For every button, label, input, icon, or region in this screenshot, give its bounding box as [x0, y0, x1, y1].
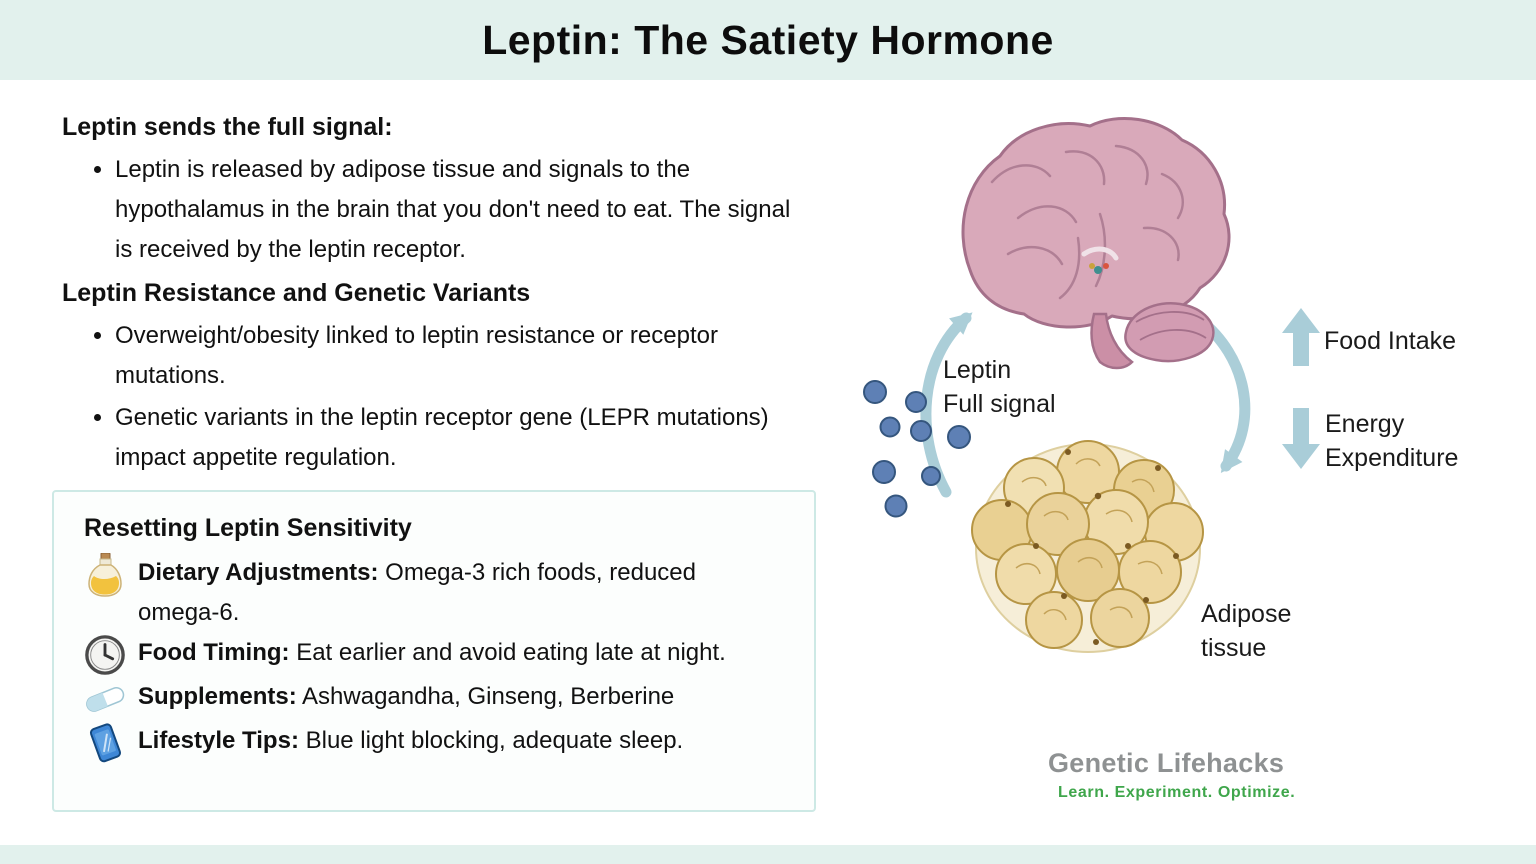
- title-banner: Leptin: The Satiety Hormone: [0, 0, 1536, 80]
- energy-expenditure-arrow-icon: [1282, 408, 1320, 469]
- tip-body: Eat earlier and avoid eating late at nig…: [289, 639, 726, 666]
- bullet-item: Genetic variants in the leptin receptor …: [115, 398, 805, 478]
- phone-icon: [82, 721, 128, 765]
- brain-illustration: [961, 116, 1231, 370]
- tip-body: Omega-3 rich foods, reduced omega-6.: [138, 559, 696, 626]
- adipose-illustration: [971, 440, 1204, 653]
- clock-icon: [82, 633, 128, 677]
- leptin-signal-line1: Leptin: [943, 356, 1012, 384]
- text-column: Leptin sends the full signal: Leptin is …: [62, 108, 842, 482]
- tip-label: Food Timing:: [138, 639, 290, 666]
- brand-tagline: Learn. Experiment. Optimize.: [1058, 784, 1296, 801]
- tips-box-heading: Resetting Leptin Sensitivity: [84, 514, 412, 542]
- tip-row-lifestyle: Lifestyle Tips: Blue light blocking, ade…: [82, 721, 786, 765]
- brand-name: Genetic Lifehacks: [1048, 748, 1285, 778]
- adipose-line1: Adipose: [1201, 600, 1292, 628]
- tip-text: Supplements: Ashwagandha, Ginseng, Berbe…: [138, 677, 674, 717]
- full-signal-bullet-list: Leptin is released by adipose tissue and…: [62, 150, 842, 270]
- tip-label: Supplements:: [138, 683, 297, 710]
- adipose-tissue-label: Adipose tissue: [1201, 597, 1291, 665]
- tip-label: Lifestyle Tips:: [138, 727, 299, 754]
- tip-text: Dietary Adjustments: Omega-3 rich foods,…: [138, 553, 748, 633]
- section-heading-full-signal: Leptin sends the full signal:: [62, 113, 393, 141]
- oil-bottle-icon: [82, 553, 128, 597]
- section-heading-resistance: Leptin Resistance and Genetic Variants: [62, 279, 531, 307]
- bottom-accent-strip: [0, 845, 1536, 864]
- food-intake-label: Food Intake: [1324, 327, 1457, 355]
- energy-line2: Expenditure: [1325, 444, 1459, 472]
- tip-body: Ashwagandha, Ginseng, Berberine: [296, 683, 675, 710]
- tip-row-dietary: Dietary Adjustments: Omega-3 rich foods,…: [82, 553, 786, 633]
- tips-box: Resetting Leptin Sensitivity Dietary Adj…: [52, 490, 816, 812]
- resistance-bullet-list: Overweight/obesity linked to leptin resi…: [62, 316, 842, 478]
- brand-logo: Genetic Lifehacks Learn. Experiment. Opt…: [1048, 748, 1295, 802]
- tip-text: Food Timing: Eat earlier and avoid eatin…: [138, 633, 726, 673]
- energy-expenditure-label: Energy Expenditure: [1325, 407, 1458, 475]
- capsule-icon: [82, 677, 128, 721]
- leptin-dots: [863, 380, 971, 518]
- cycle-arrow-right: [1194, 314, 1251, 473]
- tip-body: Blue light blocking, adequate sleep.: [298, 727, 684, 754]
- energy-line1: Energy: [1325, 410, 1405, 438]
- page-title: Leptin: The Satiety Hormone: [482, 16, 1054, 63]
- tip-text: Lifestyle Tips: Blue light blocking, ade…: [138, 721, 683, 761]
- bullet-item: Leptin is released by adipose tissue and…: [115, 150, 805, 270]
- leptin-signal-line2: Full signal: [943, 390, 1056, 418]
- tip-label: Dietary Adjustments:: [138, 559, 379, 586]
- adipose-line2: tissue: [1201, 634, 1267, 662]
- food-intake-arrow-icon: [1282, 308, 1320, 366]
- tip-row-supplements: Supplements: Ashwagandha, Ginseng, Berbe…: [82, 677, 786, 721]
- bullet-item: Overweight/obesity linked to leptin resi…: [115, 316, 805, 396]
- leptin-cycle-diagram: [863, 116, 1320, 653]
- tip-row-timing: Food Timing: Eat earlier and avoid eatin…: [82, 633, 786, 677]
- leptin-signal-label: Leptin Full signal: [943, 353, 1056, 421]
